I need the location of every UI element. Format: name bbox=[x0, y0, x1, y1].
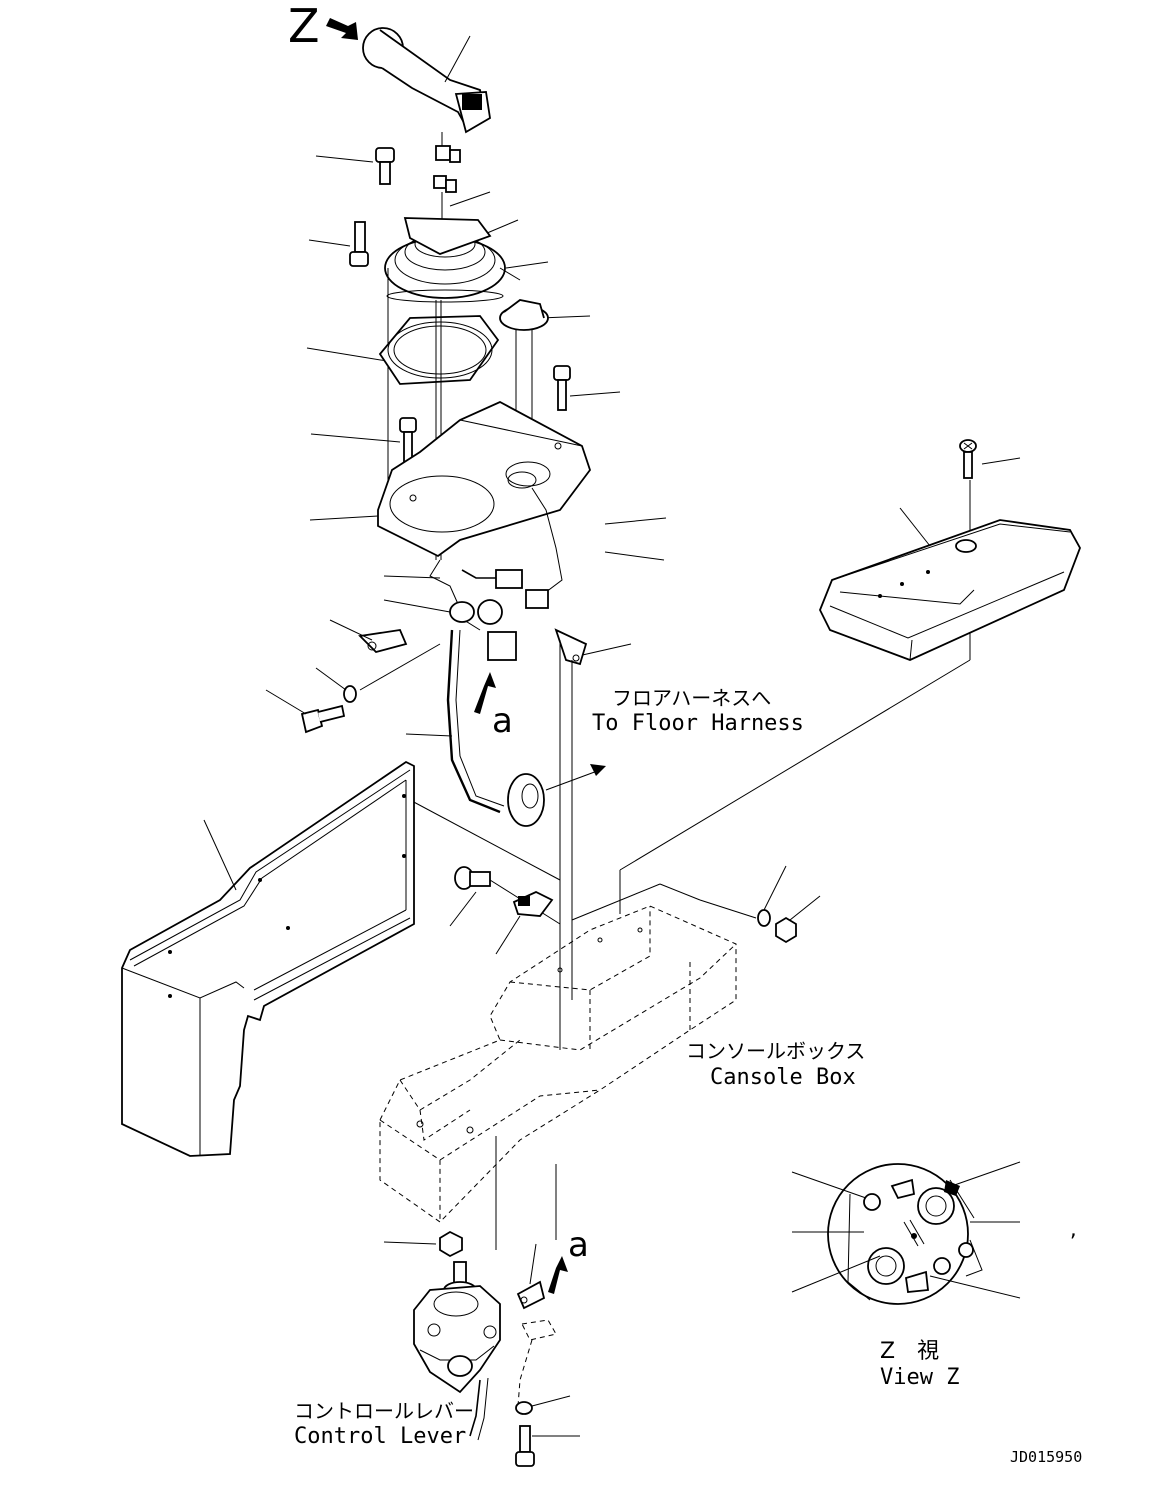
nut bbox=[775, 895, 821, 944]
console-box-label-en: Cansole Box bbox=[710, 1065, 856, 1090]
control-lever-valve bbox=[413, 1261, 501, 1441]
lever-bracket bbox=[377, 400, 592, 558]
lever-boot bbox=[384, 217, 521, 500]
bolt bbox=[375, 147, 395, 185]
bolt bbox=[349, 221, 369, 267]
side-cover bbox=[121, 760, 415, 1157]
leader-line bbox=[315, 155, 374, 163]
boot-plate bbox=[378, 315, 500, 385]
leader-line bbox=[569, 391, 621, 397]
view-z-label-jp: Z 視 bbox=[880, 1339, 939, 1364]
screw bbox=[959, 439, 1021, 479]
switch bbox=[495, 891, 554, 955]
nut bbox=[383, 1230, 463, 1258]
floor-harness-label-en: To Floor Harness bbox=[592, 711, 804, 736]
floor-harness-label-jp: フロアハーネスへ bbox=[612, 686, 771, 710]
connector bbox=[517, 1319, 557, 1407]
clip bbox=[554, 628, 588, 666]
washer bbox=[515, 1395, 571, 1415]
view-z-arrow-icon bbox=[326, 18, 358, 40]
clip bbox=[329, 619, 408, 654]
lever-grip bbox=[362, 27, 491, 230]
floor-harness-arrow-icon bbox=[590, 764, 606, 776]
detail-a-label: a bbox=[492, 701, 513, 741]
bolt bbox=[515, 1425, 580, 1467]
leader-line bbox=[309, 515, 379, 521]
view-z-label-en: View Z bbox=[880, 1365, 959, 1390]
leader-line bbox=[310, 433, 401, 443]
detail-a-arrow-icon bbox=[474, 672, 496, 714]
stray-mark: , bbox=[1068, 1220, 1079, 1241]
leader-line bbox=[308, 239, 351, 247]
control-lever-label-en: Control Lever bbox=[294, 1424, 466, 1449]
view-z-marker: Z bbox=[288, 0, 320, 53]
control-lever-label-jp: コントロールレバー bbox=[294, 1399, 474, 1423]
console-box-label-jp: コンソールボックス bbox=[686, 1039, 865, 1063]
leader-line bbox=[604, 551, 665, 561]
leader-line bbox=[306, 347, 394, 363]
leader-line bbox=[577, 643, 632, 657]
detail-a-bottom-arrow-icon bbox=[548, 1256, 568, 1294]
drawing-id: JD015950 bbox=[1010, 1448, 1082, 1466]
bolt bbox=[553, 365, 571, 411]
leader-line bbox=[505, 261, 549, 269]
view-z-detail bbox=[791, 1161, 1021, 1305]
console-box bbox=[379, 883, 737, 1223]
washer bbox=[315, 643, 441, 703]
washer bbox=[757, 865, 787, 927]
detail-a-bottom-label: a bbox=[568, 1225, 589, 1265]
wire-harness bbox=[383, 487, 563, 827]
leader-line bbox=[449, 191, 491, 207]
cable-grommet bbox=[499, 299, 549, 460]
armrest-pad bbox=[819, 507, 1081, 661]
clip bbox=[516, 1243, 546, 1310]
bolt bbox=[265, 689, 346, 734]
bolt bbox=[449, 866, 491, 927]
leader-line bbox=[604, 517, 667, 525]
